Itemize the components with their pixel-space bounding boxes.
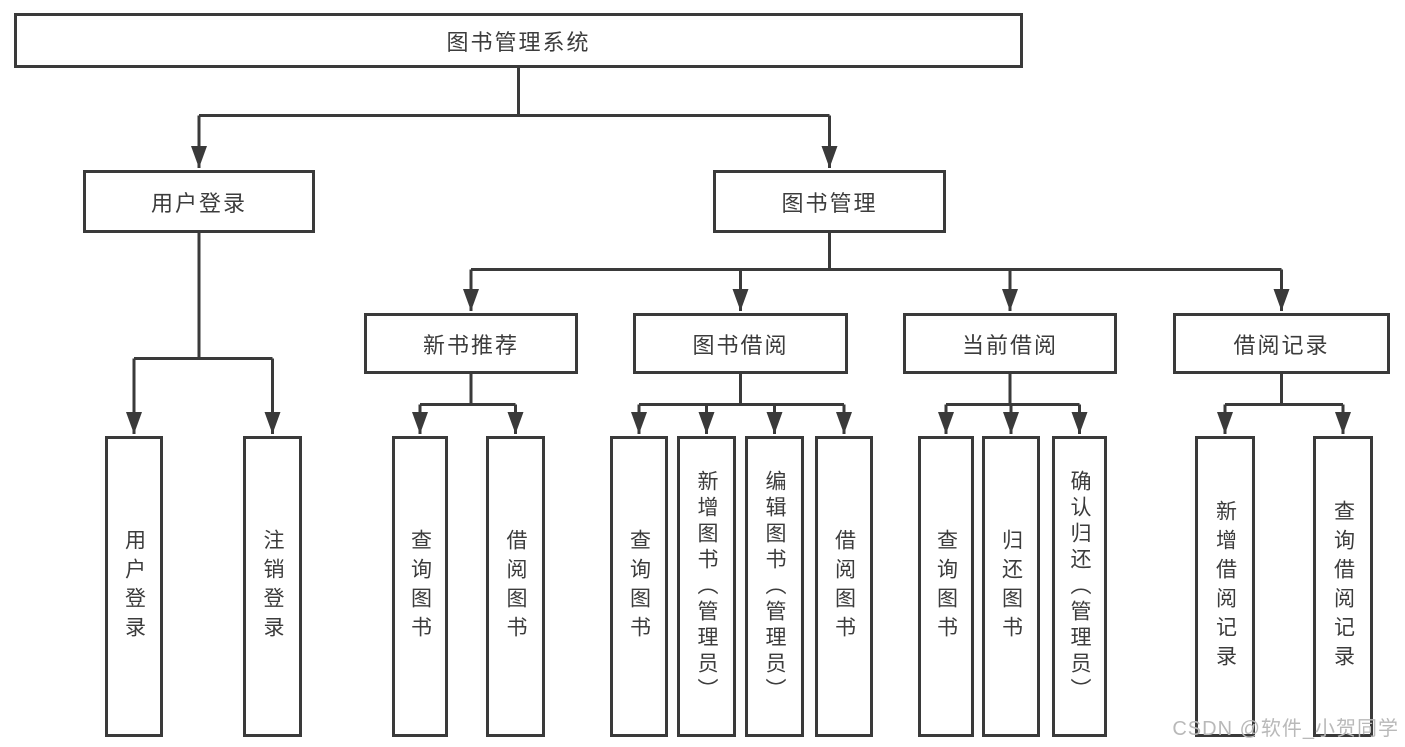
csdn-watermark: CSDN @软件_小贺同学 xyxy=(1172,718,1399,740)
leaf-user-login: 用户登录 xyxy=(105,436,163,737)
node-label: 查询图书 xyxy=(408,528,432,645)
connector-current-borrow xyxy=(946,374,1080,406)
leaf-borrow-books-1: 借阅图书 xyxy=(486,436,545,737)
leaf-borrow-books-2: 借阅图书 xyxy=(815,436,873,737)
connector-borrow-records xyxy=(1225,374,1343,406)
leaf-return-books: 归还图书 xyxy=(982,436,1040,737)
node-label: 注销登录 xyxy=(261,528,284,645)
connector-new-book-recommend xyxy=(420,374,516,406)
node-label: 用户登录 xyxy=(122,528,146,645)
leaf-query-books-1: 查询图书 xyxy=(392,436,448,737)
node-label: 新增图书（管理员） xyxy=(695,469,718,704)
node-label: 图书借阅 xyxy=(692,332,789,358)
node-label: 查询图书 xyxy=(627,528,651,645)
leaf-add-borrow-record: 新增借阅记录 xyxy=(1195,436,1255,737)
node-root-library-system: 图书管理系统 xyxy=(14,13,1023,68)
node-label: 用户登录 xyxy=(150,190,247,216)
node-label: 当前借阅 xyxy=(961,332,1058,358)
node-label: 图书管理系统 xyxy=(446,29,591,55)
node-book-management: 图书管理 xyxy=(713,170,946,233)
connector-book-borrow xyxy=(639,374,844,406)
node-borrow-records: 借阅记录 xyxy=(1173,313,1390,374)
leaf-query-books-3: 查询图书 xyxy=(918,436,974,737)
node-label: 查询借阅记录 xyxy=(1331,499,1355,674)
node-label: 新增借阅记录 xyxy=(1213,499,1237,674)
leaf-logout: 注销登录 xyxy=(243,436,302,737)
node-label: 确认归还（管理员） xyxy=(1068,469,1091,704)
node-label: 编辑图书（管理员） xyxy=(763,469,786,704)
node-label: 借阅图书 xyxy=(504,528,527,645)
node-label: 归还图书 xyxy=(999,528,1023,645)
connector-book-management xyxy=(471,233,1282,271)
node-label: 图书管理 xyxy=(781,190,878,216)
leaf-query-books-2: 查询图书 xyxy=(610,436,668,737)
node-label: 借阅图书 xyxy=(832,528,856,645)
node-label: 新书推荐 xyxy=(422,332,519,358)
node-label: 借阅记录 xyxy=(1233,332,1330,358)
leaf-confirm-return-admin: 确认归还（管理员） xyxy=(1052,436,1107,737)
node-current-borrow: 当前借阅 xyxy=(903,313,1117,374)
node-label: 查询图书 xyxy=(934,528,958,645)
leaf-query-borrow-record: 查询借阅记录 xyxy=(1313,436,1373,737)
node-user-login: 用户登录 xyxy=(83,170,315,233)
node-new-book-recommend: 新书推荐 xyxy=(364,313,578,374)
leaf-add-books-admin: 新增图书（管理员） xyxy=(677,436,736,737)
node-book-borrow: 图书借阅 xyxy=(633,313,848,374)
leaf-edit-books-admin: 编辑图书（管理员） xyxy=(745,436,804,737)
connector-user-login xyxy=(134,233,273,360)
connector-root xyxy=(199,68,830,117)
